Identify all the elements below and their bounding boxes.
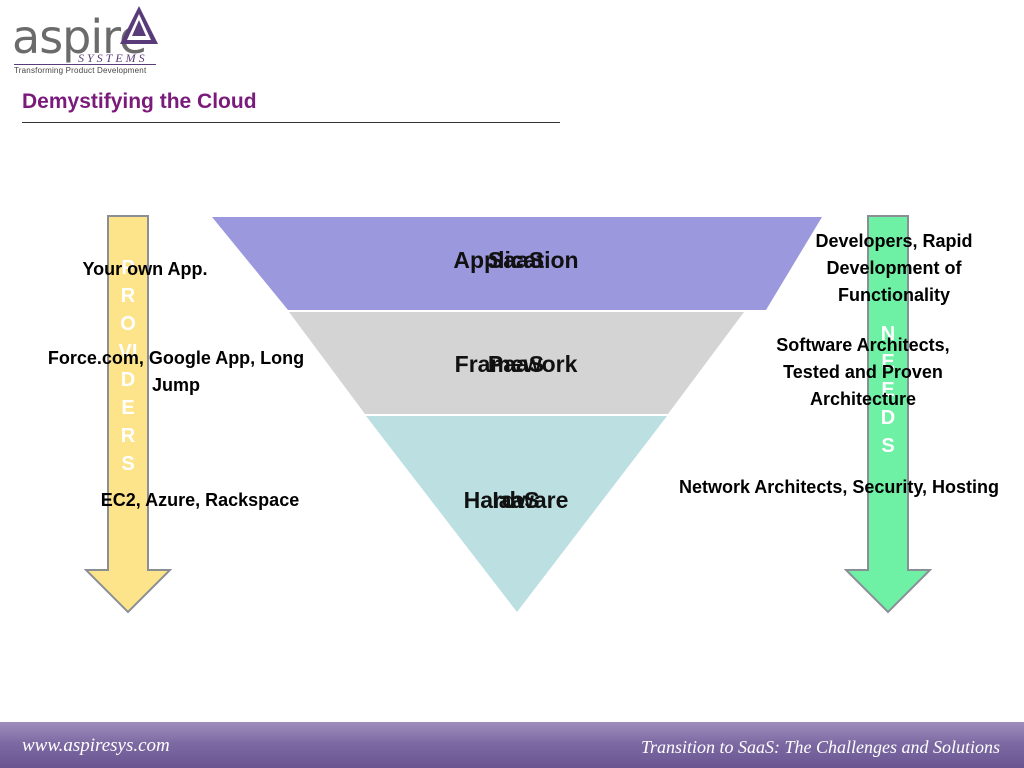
logo: aspire SYSTEMS Transforming Product Deve… <box>0 0 170 80</box>
needs-label-saas: Developers, Rapid Development of Functio… <box>815 231 973 305</box>
layer-hardware-name: Hardware <box>463 487 569 513</box>
logo-underline <box>14 64 156 65</box>
logo-subtitle: SYSTEMS <box>78 51 148 65</box>
footer-website: www.aspiresys.com <box>22 735 170 756</box>
footer-bar <box>0 722 1024 768</box>
needs-label-iaas: Network Architects, Security, Hosting <box>678 477 1000 497</box>
needs-arrow-letters: NEEDS <box>880 323 896 457</box>
providers-arrow <box>84 215 172 614</box>
providers-arrow-letters: PROVIDERS <box>118 257 138 475</box>
layer-framework <box>289 312 744 414</box>
layer-application-service: SaaS <box>487 247 545 273</box>
layer-application-name: Application <box>453 247 579 273</box>
page-title: Demystifying the Cloud <box>22 90 257 113</box>
title-divider <box>22 122 560 123</box>
provider-label-iaas: EC2, Azure, Rackspace <box>100 490 300 510</box>
footer-subtitle: Transition to SaaS: The Challenges and S… <box>640 737 1000 757</box>
logo-emblem-icon <box>120 6 158 44</box>
logo-tagline: Transforming Product Development <box>14 66 147 75</box>
needs-label-paas: Software Architects, Tested and Proven A… <box>776 335 950 409</box>
provider-label-saas: Your own App. <box>82 259 208 279</box>
layer-application <box>212 217 822 310</box>
layer-hardware <box>366 416 667 612</box>
layer-framework-service: PaaS <box>487 351 545 377</box>
layer-framework-name: Framework <box>454 351 578 377</box>
needs-arrow <box>844 215 932 614</box>
needs-arrow-label: NEEDS <box>868 320 908 460</box>
provider-label-paas: Force.com, Google App, Long Jump <box>47 348 305 395</box>
layer-hardware-service: IaaS <box>492 487 540 513</box>
providers-arrow-label: PROVIDERS <box>108 254 148 478</box>
